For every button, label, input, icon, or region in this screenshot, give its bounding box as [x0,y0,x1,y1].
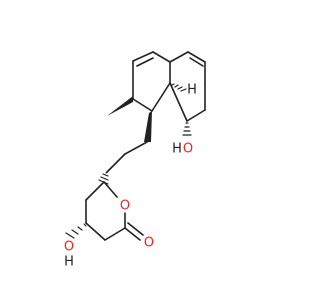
structure-canvas: O H H O O H O [63,51,206,270]
bond-c3-c7 [169,51,189,63]
bond-carbonyl-1 [124,227,141,241]
bond-l1-l2 [85,181,105,201]
methyl-wedge-bond [107,96,133,116]
bond-oring-l1 [103,181,118,198]
bond-c7-c8-double [189,57,204,67]
bond-carbonyl-2 [127,222,144,236]
bond-l3-l4 [85,222,106,241]
atom-oxygen-carbonyl: O [144,236,154,251]
bond-c11-c4 [169,82,188,122]
bond-chain-1 [124,141,148,155]
bond-c1-c2-double [136,57,154,67]
bond-c10-c11 [186,109,206,122]
bond-c5-c6 [132,98,153,112]
hydroxyl-hash-bond-bottom [65,223,87,239]
bond-c1-c2 [132,51,154,62]
atom-oxygen-hydroxyl-bottom: O [64,240,74,255]
sidechain-wedge-bond [144,111,152,142]
bond-chain-2 [106,153,126,173]
bond-l4-l5 [104,227,126,241]
atom-hydrogen-ring-junction: H [187,83,197,98]
hydroxyl-hash-bond-top [182,122,192,136]
bond-c7-c8 [187,51,206,63]
molecule-diagram: O H H O O H O [64,51,206,270]
bond-c2-c3 [152,51,171,63]
atom-oxygen-hydroxyl-top: O [183,142,193,157]
atom-hydrogen-hydroxyl-top: H [172,142,182,157]
atom-hydrogen-hydroxyl-bottom: H [64,255,74,270]
atom-oxygen-ring: O [120,199,130,214]
ring-junction-hash-bond [171,83,187,92]
bond-c4-c5 [151,82,171,112]
